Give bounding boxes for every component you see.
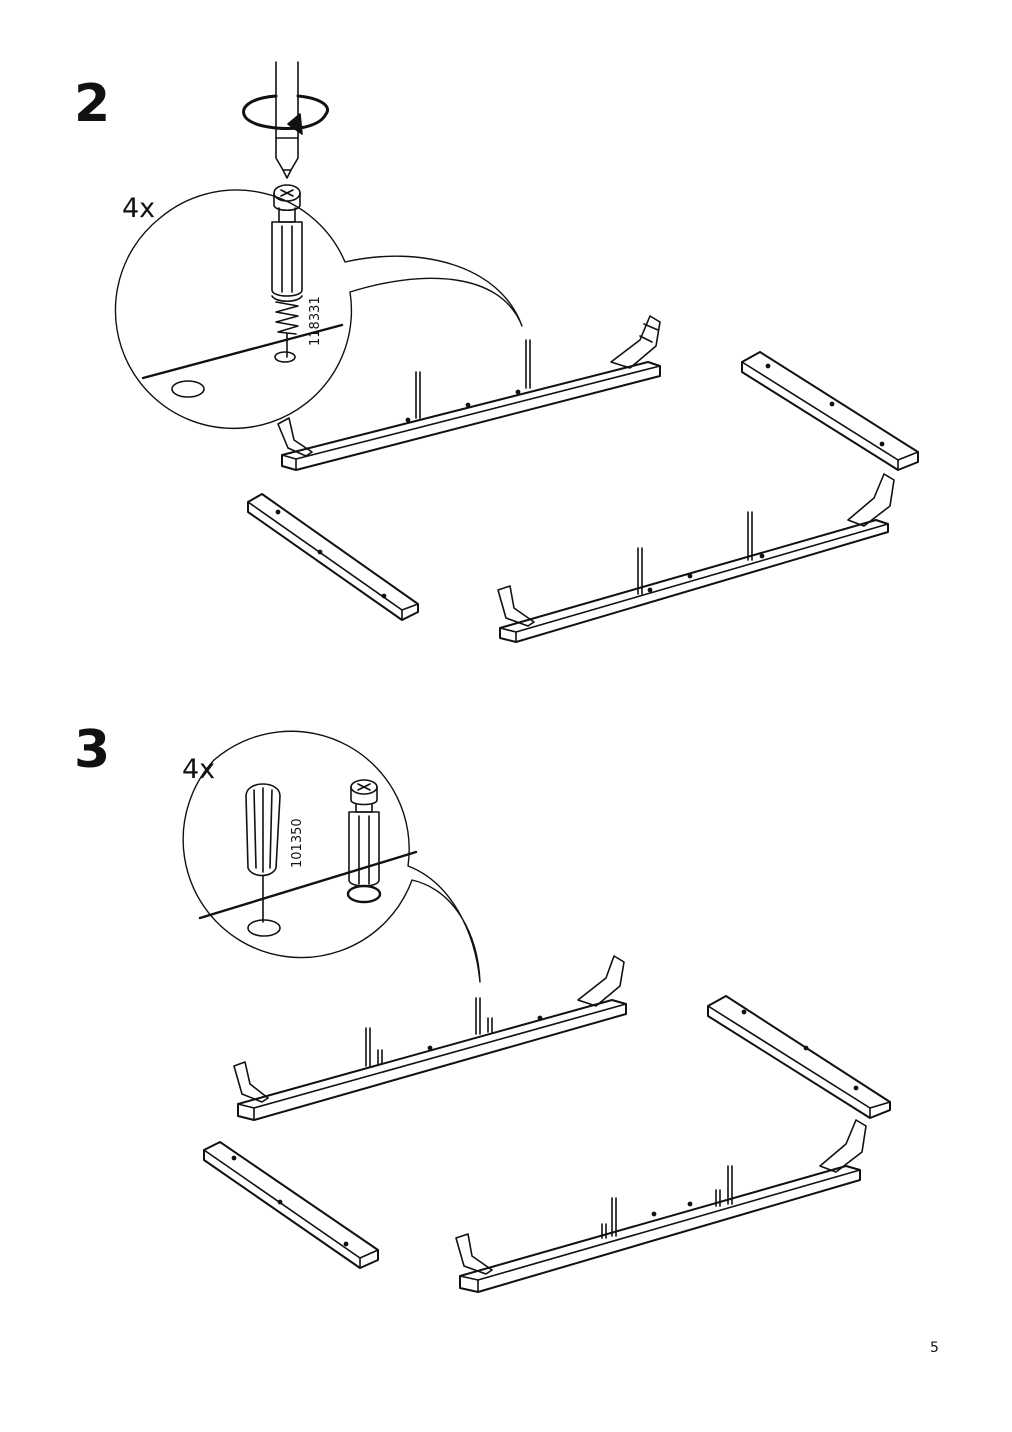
step-2-left-side [247, 493, 419, 621]
step-2-detail-callout [114, 189, 523, 430]
cam-pin-icon [346, 779, 382, 904]
cam-bolt-icon [271, 184, 303, 358]
step-number-3: 3 [74, 720, 111, 780]
screwdriver-icon [275, 61, 299, 179]
step-3-front-rail [455, 1119, 867, 1293]
rotation-arrow-icon [242, 94, 329, 135]
step-2-quantity: 4x [122, 193, 156, 224]
step-2-front-rail [497, 473, 895, 643]
step-3-right-side [707, 995, 891, 1119]
wooden-dowel-icon [245, 783, 281, 923]
step-3-left-side [203, 1141, 379, 1269]
step-2-right-side [741, 351, 919, 471]
step-3-back-rail [233, 955, 627, 1121]
step-3-part-number: 101350 [290, 818, 305, 868]
step-2-back-rail [277, 315, 661, 471]
step-number-2: 2 [74, 74, 111, 134]
page-number: 5 [930, 1340, 939, 1356]
step-3-quantity: 4x [182, 754, 216, 785]
step-3-detail-callout [182, 730, 481, 983]
